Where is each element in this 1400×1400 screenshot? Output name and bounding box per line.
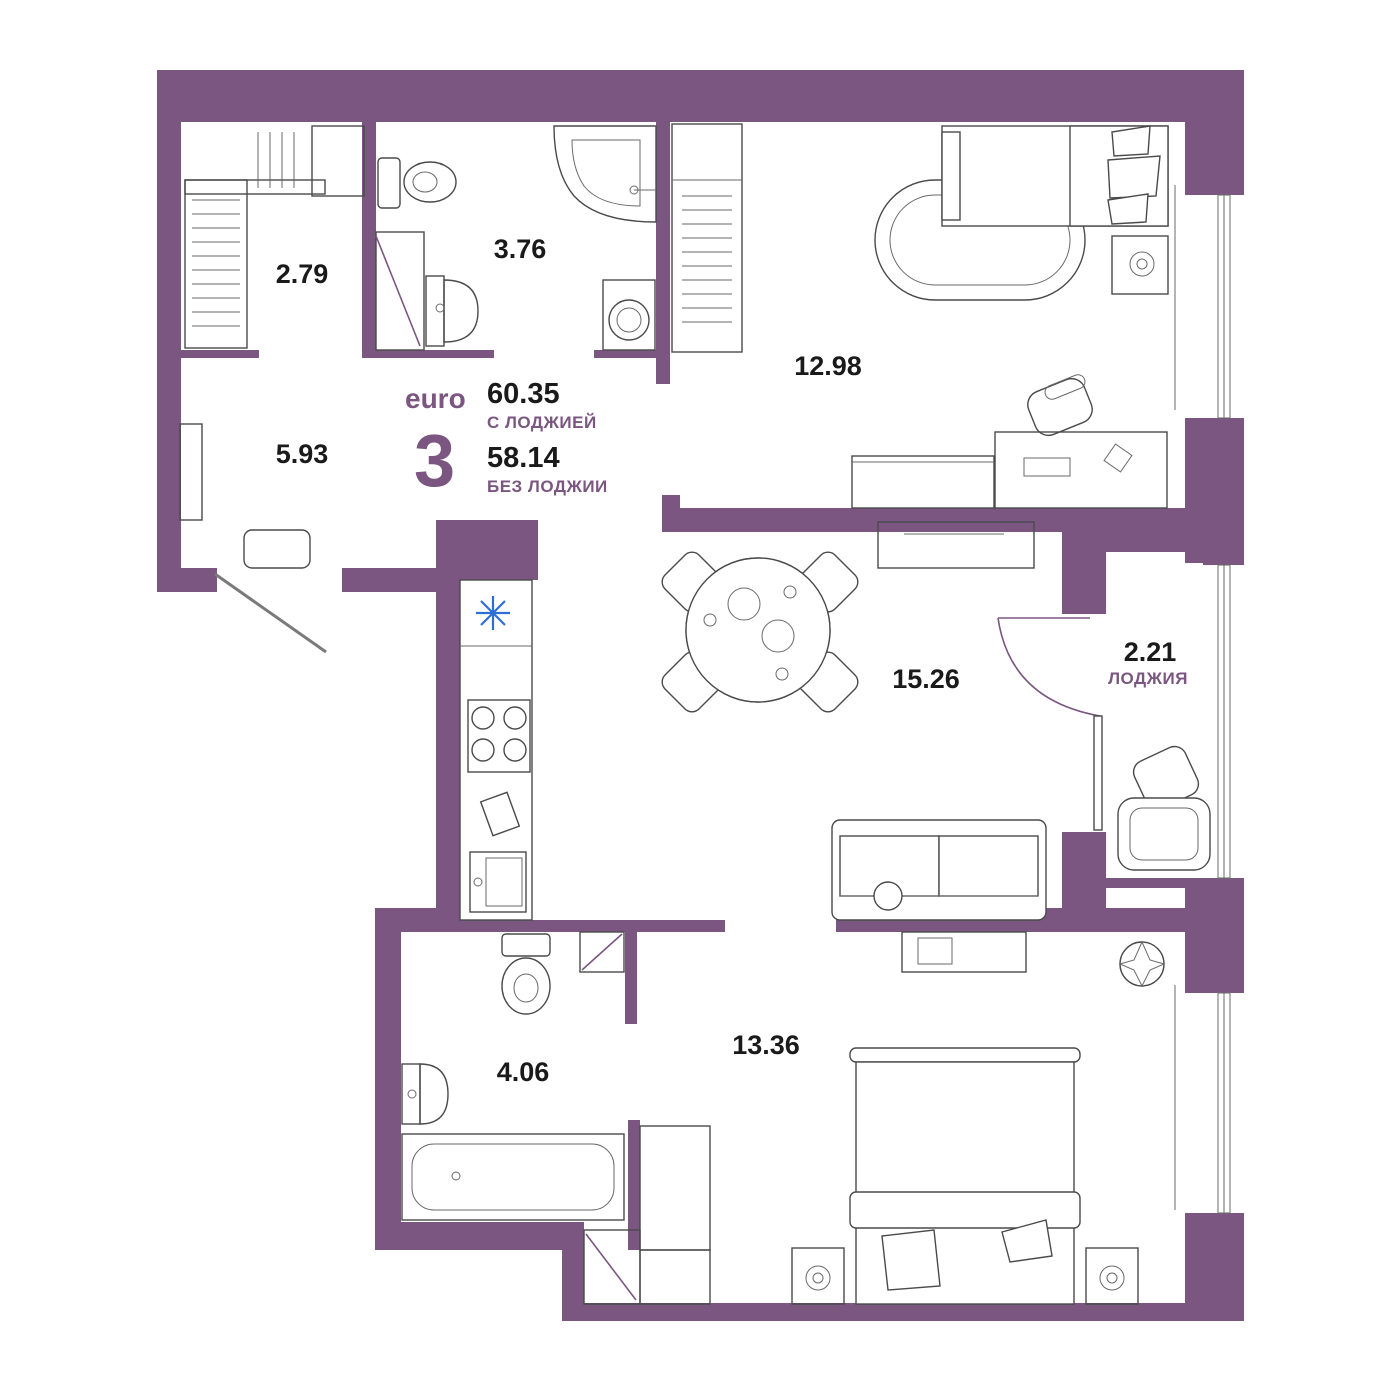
snowflake-icon [476,596,510,630]
room-area-loggia: 2.21 [1124,637,1177,667]
armchair-icon [1117,745,1211,871]
bedroom-2-furniture [791,940,1166,1305]
room-area-wc-top: 3.76 [494,234,547,264]
living-furniture [661,521,1101,973]
without-loggia-label: БЕЗ ЛОДЖИИ [487,477,608,496]
shower-icon [553,125,657,223]
bed-icon [941,125,1169,227]
sofa-icon [831,819,1047,921]
with-loggia-label: С ЛОДЖИЕЙ [487,413,597,432]
brand-label: euro [405,383,466,414]
apartment-badge: euro 3 60.35 С ЛОДЖИЕЙ 58.14 БЕЗ ЛОДЖИИ [405,378,608,502]
closet-furniture [184,125,365,349]
wc-top-fixtures [375,125,657,351]
nightstand [791,1247,1139,1305]
shelf-unit [671,123,743,353]
bathroom-fixtures [401,931,711,1305]
room-count: 3 [414,419,455,502]
armchair-icon [1027,374,1093,437]
bathtub-icon [401,1133,625,1221]
room-area-bathroom: 4.06 [497,1057,550,1087]
room-area-kitchen-living: 15.26 [892,664,960,694]
area-without-loggia: 58.14 [487,442,560,474]
sink-icon [401,1063,449,1125]
room-label-loggia: ЛОДЖИЯ [1108,669,1188,688]
kitchen-furniture [459,579,533,921]
room-area-hall: 5.93 [276,439,329,469]
room-area-bedroom-2: 13.36 [732,1030,800,1060]
walls [157,70,1244,1321]
hall-furniture [179,423,327,654]
room-labels: 2.79 3.76 12.98 5.93 15.26 2.21 ЛОДЖИЯ 4… [276,234,1188,1087]
area-with-loggia: 60.35 [487,378,560,410]
stove-icon [467,699,531,773]
nightstand [1111,235,1169,295]
loggia-furniture [1093,715,1211,871]
room-area-closet: 2.79 [276,259,329,289]
bed-icon [849,1047,1081,1305]
plant-icon [1118,940,1166,988]
dining-table-icon [661,551,859,713]
room-area-bedroom-1: 12.98 [794,351,862,381]
windows [1174,185,1231,1214]
toilet-icon [377,157,457,209]
bedroom-1-furniture [851,125,1169,509]
sink-icon [425,275,479,347]
sink-icon [469,851,527,913]
toilet-icon [501,933,551,1015]
washer-icon [602,279,656,351]
